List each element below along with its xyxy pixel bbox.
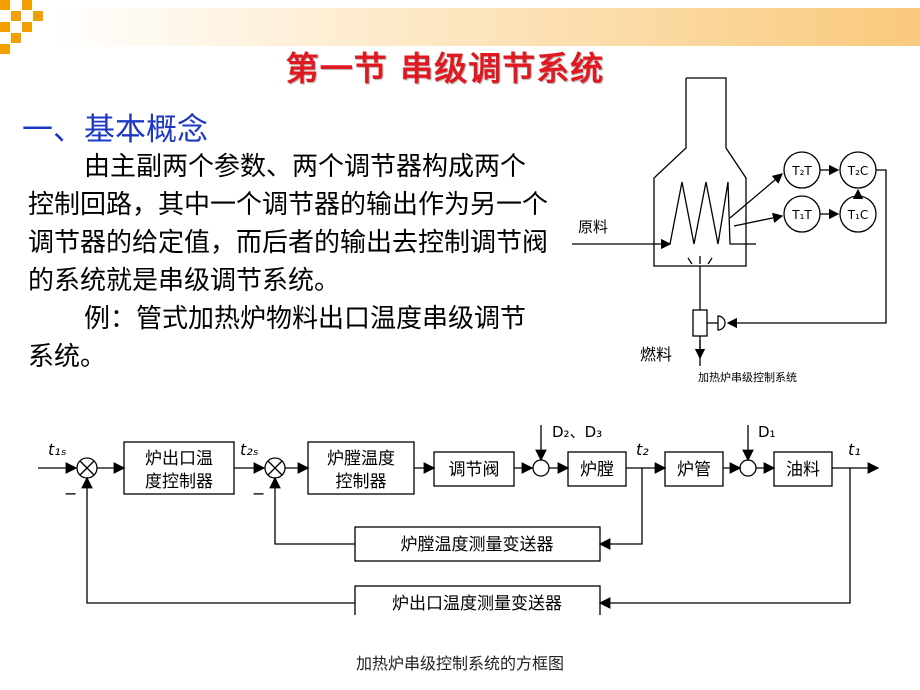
chamber-label: 炉膛 [580, 460, 614, 480]
inner-transmitter-label: 炉膛温度测量变送器 [401, 535, 554, 555]
definition-paragraph: 由主副两个参数、两个调节器构成两个控制回路，其中一个调节器的输出作为另一个调节器… [28, 152, 549, 296]
slide-title: 第一节 串级调节系统 [285, 49, 605, 88]
outer-minus-sign: − [64, 484, 77, 503]
t1c-label: T₁C [847, 208, 869, 222]
corner-decoration [0, 0, 43, 54]
t1-label: t₁ [848, 440, 861, 459]
control-valve [692, 309, 708, 337]
section-heading: 一、基本概念 [22, 112, 208, 148]
furnace-diagram-caption: 加热炉串级控制系统 [698, 370, 797, 384]
chamber-block [567, 451, 627, 487]
valve-label: 调节阀 [449, 460, 500, 480]
inner-minus-sign: − [252, 484, 265, 503]
outer-controller-line2: 度控制器 [145, 472, 213, 492]
d2d3-junction [532, 459, 550, 477]
block-diagram: t₁ₛ t₂ₛ t₂ t₁ D₂、D₃ D₁ − − 炉出口温 度控制器 炉膛温… [38, 423, 880, 615]
outer-transmitter-label: 炉出口温度测量变送器 [392, 594, 562, 614]
example-paragraph: 例：管式加热炉物料出口温度串级调节系统。 [28, 304, 527, 372]
t2t-label: T₂T [791, 164, 812, 178]
t2c-label: T₂C [847, 164, 869, 178]
outer-controller-line1: 炉出口温 [145, 449, 213, 469]
body-text: 由主副两个参数、两个调节器构成两个控制回路，其中一个调节器的输出作为另一个调节器… [28, 148, 548, 376]
furnace-body [653, 77, 747, 267]
raw-material-label: 原料 [578, 218, 608, 236]
heating-coil [669, 181, 746, 245]
t2-sensor-line [729, 173, 783, 219]
d1-junction [739, 459, 757, 477]
d1-label: D₁ [758, 423, 776, 441]
header-gradient-bar [52, 8, 920, 46]
fuel-label: 燃料 [640, 345, 672, 364]
valve-block [433, 451, 515, 487]
oil-label: 油料 [786, 460, 820, 480]
inner-controller-line1: 炉膛温度 [327, 449, 395, 469]
furnace-diagram: 原料 燃料 T₂T T₂C T₁T T₁C 加热炉串级控制系统 [572, 77, 887, 384]
t2-label: t₂ [636, 440, 649, 459]
t2s-label: t₂ₛ [240, 440, 259, 459]
d2d3-label: D₂、D₃ [552, 423, 602, 441]
oil-block [773, 451, 833, 487]
tube-block [664, 451, 724, 487]
t1t-label: T₁T [791, 208, 812, 222]
tube-label: 炉管 [677, 460, 711, 480]
t1-sensor-line [733, 212, 784, 227]
t1s-label: t₁ₛ [48, 440, 67, 459]
block-diagram-caption: 加热炉串级控制系统的方框图 [355, 654, 564, 673]
inner-controller-line2: 控制器 [336, 472, 387, 492]
